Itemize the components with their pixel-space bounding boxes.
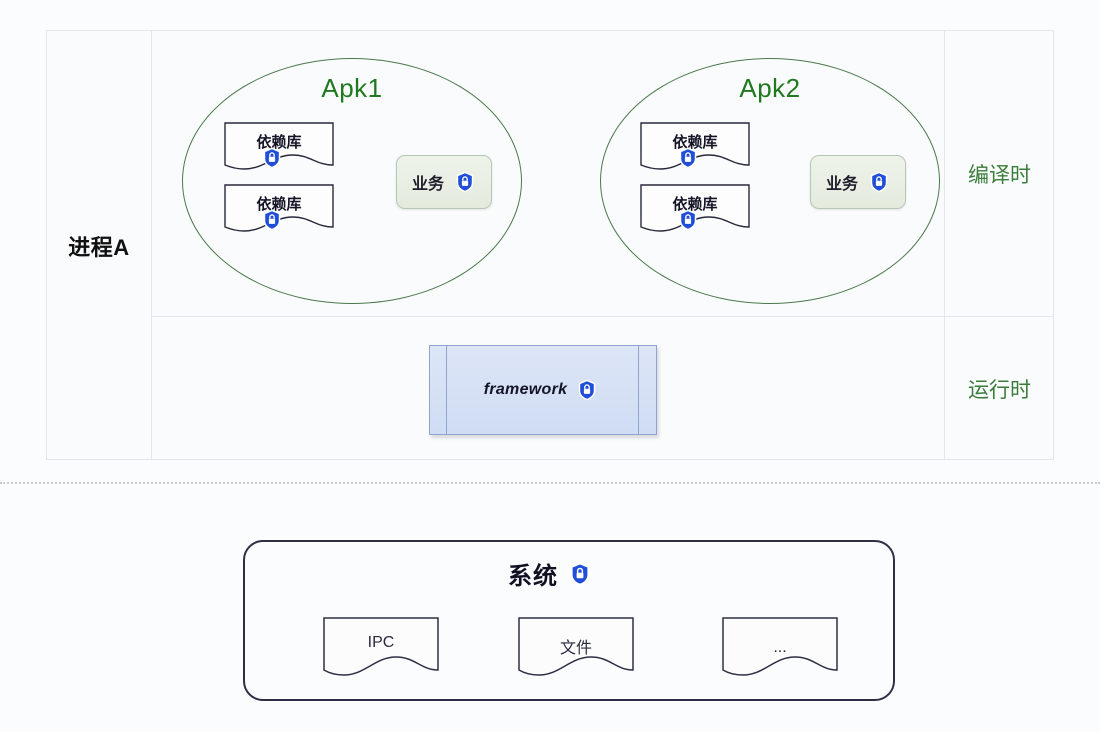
system-module-more: ... xyxy=(722,617,838,679)
dependency-doc-2-2: 依赖库 xyxy=(640,184,750,234)
system-module-label-file: 文件 xyxy=(559,640,592,657)
apk-group-2: Apk2 xyxy=(600,58,940,304)
dependency-doc-label-1-2: 依赖库 xyxy=(256,196,302,213)
apk-group-1: Apk1 xyxy=(182,58,522,304)
phase-label-runtime: 运行时 xyxy=(968,378,1031,402)
apk-title-1: Apk1 xyxy=(321,73,383,103)
lock-shield-icon xyxy=(454,171,476,193)
framework-label: framework xyxy=(483,381,568,398)
dependency-doc-2-1: 依赖库 xyxy=(640,122,750,172)
business-box-2: 业务 xyxy=(810,155,906,209)
dependency-doc-1-2: 依赖库 xyxy=(224,184,334,234)
lock-shield-icon xyxy=(677,147,699,169)
system-title: 系统 xyxy=(0,556,1100,591)
system-module-label-ipc: IPC xyxy=(367,634,395,651)
table-column-divider-right xyxy=(944,31,945,459)
system-module-file: 文件 xyxy=(518,617,634,679)
table-row-divider xyxy=(151,316,1053,317)
framework-divider-left xyxy=(446,346,447,434)
system-title-text: 系统 xyxy=(508,563,558,590)
framework-divider-right xyxy=(638,346,639,434)
framework-content: framework xyxy=(445,345,637,435)
lock-shield-icon xyxy=(261,209,283,231)
framework-module: framework xyxy=(429,345,657,435)
dependency-doc-label-2-2: 依赖库 xyxy=(672,196,718,213)
lock-shield-icon xyxy=(568,562,592,586)
apk-title-2: Apk2 xyxy=(739,73,801,103)
lock-shield-icon xyxy=(868,171,890,193)
phase-label-compile: 编译时 xyxy=(968,163,1031,187)
framework-module-body xyxy=(429,345,657,435)
dependency-doc-label-1-1: 依赖库 xyxy=(256,134,302,151)
business-box-1: 业务 xyxy=(396,155,492,209)
business-label-2: 业务 xyxy=(825,176,858,193)
dependency-doc-1-1: 依赖库 xyxy=(224,122,334,172)
process-label: 进程A xyxy=(68,235,130,260)
section-separator xyxy=(0,482,1100,484)
lock-shield-icon xyxy=(261,147,283,169)
system-module-ipc: IPC xyxy=(323,617,439,679)
table-column-divider-left xyxy=(151,31,152,459)
dependency-doc-label-2-1: 依赖库 xyxy=(672,134,718,151)
lock-shield-icon xyxy=(677,209,699,231)
lock-shield-icon xyxy=(576,379,598,401)
system-module-label-more: ... xyxy=(773,639,787,656)
business-label-1: 业务 xyxy=(411,176,444,193)
